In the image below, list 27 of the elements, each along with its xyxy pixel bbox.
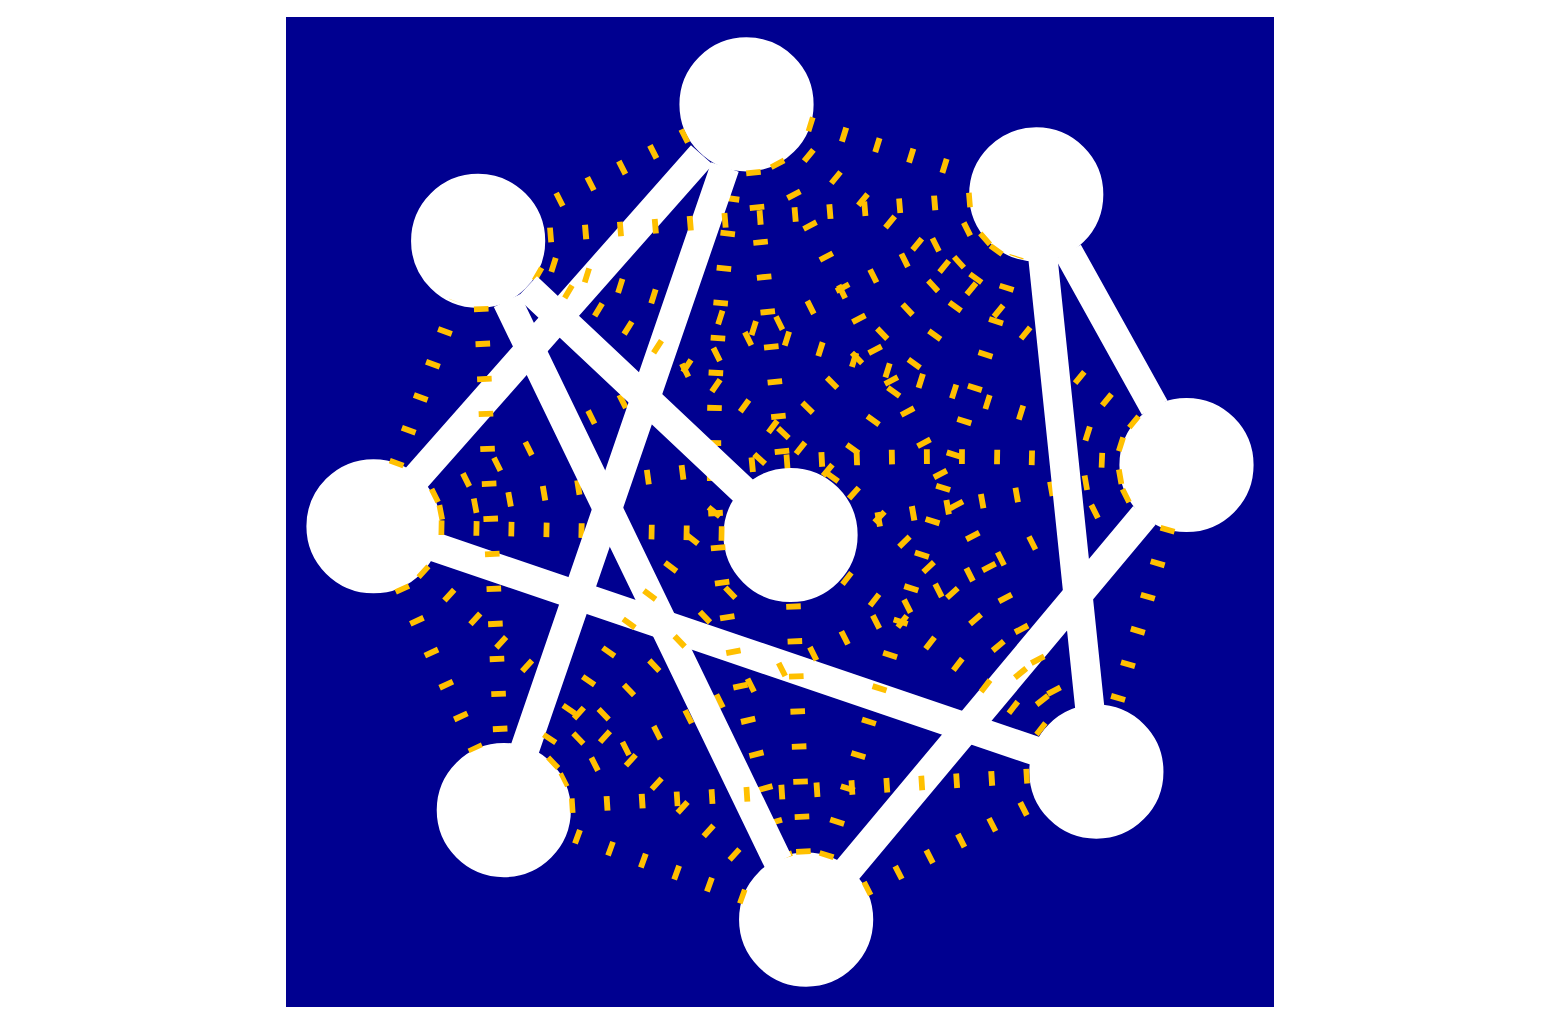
connector	[541, 192, 972, 243]
connector	[404, 145, 712, 488]
node-circle	[678, 37, 813, 172]
connector	[510, 162, 738, 754]
connector	[837, 569, 1047, 737]
node-circle	[1028, 704, 1163, 839]
connector	[387, 298, 462, 469]
node-circle	[968, 127, 1103, 262]
connector	[393, 583, 482, 753]
node-circle	[722, 467, 857, 603]
connector	[835, 506, 1155, 880]
node-circle	[1118, 397, 1253, 533]
connector	[557, 487, 1131, 788]
connector	[817, 253, 1023, 860]
connector	[492, 294, 791, 869]
node-circle	[305, 459, 440, 594]
connector	[784, 598, 810, 855]
node-circle	[435, 743, 570, 878]
node-circle	[738, 852, 873, 987]
connector	[705, 167, 792, 861]
connector	[822, 243, 1003, 486]
connector	[515, 276, 753, 501]
connector	[568, 768, 1032, 814]
connector	[429, 533, 1039, 765]
connector	[1054, 244, 1167, 415]
node-circle	[410, 173, 545, 308]
connector	[1027, 256, 1104, 709]
